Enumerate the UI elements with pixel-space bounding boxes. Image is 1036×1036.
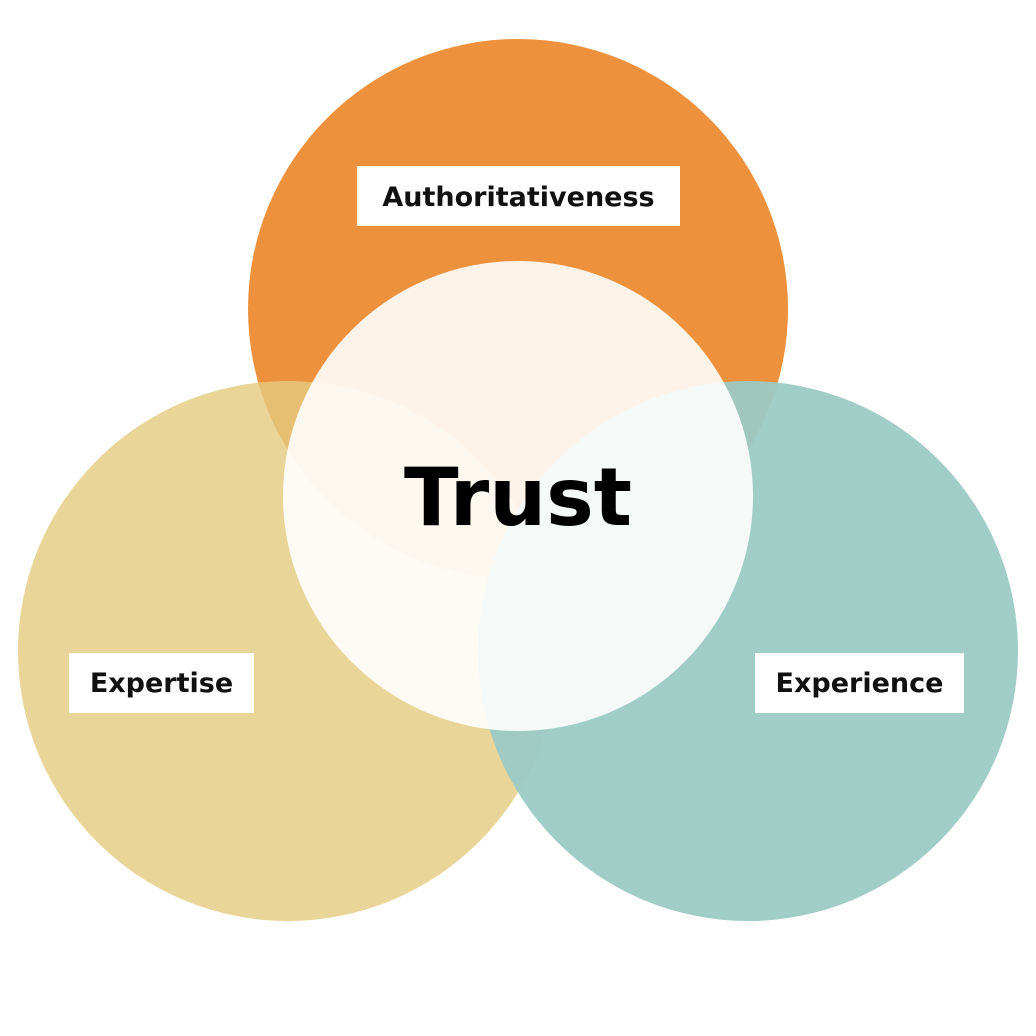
trust-circle: [283, 261, 753, 731]
experience-label-box: Experience: [755, 653, 964, 713]
authoritativeness-label-box: Authoritativeness: [357, 166, 680, 226]
expertise-label-box: Expertise: [69, 653, 254, 713]
experience-label: Experience: [776, 668, 944, 699]
expertise-label: Expertise: [90, 668, 233, 699]
trust-label: Trust: [404, 451, 632, 544]
authoritativeness-label: Authoritativeness: [382, 182, 654, 213]
